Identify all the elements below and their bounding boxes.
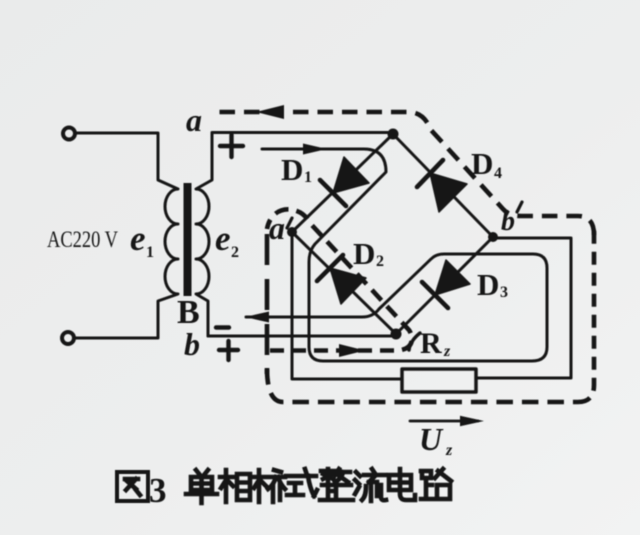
svg-text:D: D <box>353 236 375 271</box>
svg-text:a: a <box>186 102 202 138</box>
svg-text:U: U <box>419 421 444 457</box>
svg-text:1: 1 <box>304 169 312 186</box>
svg-text:D: D <box>471 146 493 181</box>
svg-text:R: R <box>420 327 442 360</box>
svg-text:4: 4 <box>494 165 502 182</box>
svg-text:AC220 V: AC220 V <box>47 227 118 253</box>
svg-text:D: D <box>281 152 303 187</box>
svg-text:b: b <box>501 206 515 237</box>
svg-text:2: 2 <box>376 253 384 270</box>
svg-text:e: e <box>130 219 146 258</box>
svg-text:3: 3 <box>149 471 167 510</box>
svg-text:2: 2 <box>231 244 239 261</box>
svg-text:b: b <box>184 326 200 362</box>
svg-text:1: 1 <box>146 244 154 261</box>
svg-text:B: B <box>177 294 200 331</box>
svg-text:3: 3 <box>500 284 508 301</box>
svg-text:a: a <box>269 210 285 246</box>
svg-text:z: z <box>445 442 453 459</box>
svg-text:e: e <box>215 219 231 258</box>
svg-text:D: D <box>477 267 499 302</box>
svg-text:z: z <box>443 343 451 360</box>
